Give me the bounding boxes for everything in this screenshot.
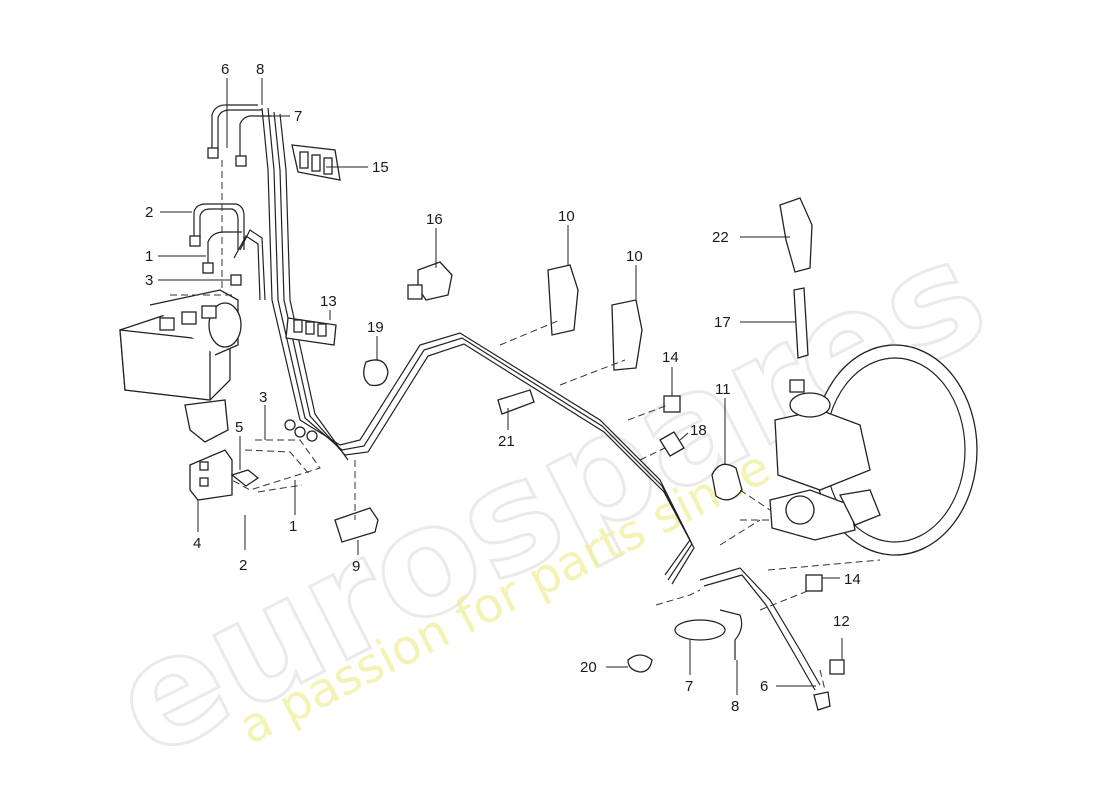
- part-12: [829, 659, 845, 675]
- clip-21: [497, 389, 535, 415]
- part-14-lower: [805, 574, 823, 592]
- master-cylinder: [769, 379, 881, 541]
- clip-10-lower: [611, 299, 643, 371]
- part-17-strip: [793, 287, 809, 359]
- callout-13: 13: [320, 293, 337, 310]
- part-14-upper: [663, 395, 681, 413]
- part-11-clip: [711, 463, 743, 501]
- callout-5: 5: [235, 419, 243, 436]
- leader-lines: [158, 78, 843, 695]
- callout-17: 17: [714, 314, 731, 331]
- callout-18: 18: [690, 422, 707, 439]
- callout-16: 16: [426, 211, 443, 228]
- callout-14-upper: 14: [662, 349, 679, 366]
- part-22-clip: [779, 197, 813, 273]
- abs-hydraulic-unit: [119, 289, 242, 443]
- callout-8-top: 8: [256, 61, 264, 78]
- callout-10-lower: 10: [626, 248, 643, 265]
- callout-14-lower: 14: [844, 571, 861, 588]
- callout-7-bottom: 7: [685, 678, 693, 695]
- callout-6-bottom: 6: [760, 678, 768, 695]
- clip-20: [627, 654, 653, 673]
- part-16-sensor: [407, 261, 453, 301]
- callout-3-top: 3: [145, 272, 153, 289]
- callout-15: 15: [372, 159, 389, 176]
- callout-1-top: 1: [145, 248, 153, 265]
- callout-12: 12: [833, 613, 850, 630]
- clip-15: [291, 144, 341, 181]
- callout-19: 19: [367, 319, 384, 336]
- callout-11: 11: [715, 381, 731, 398]
- brake-line-bundle: [233, 107, 821, 691]
- callout-7-top: 7: [294, 108, 302, 125]
- clip-19: [363, 359, 389, 387]
- callout-labels: 6 8 7 15 2 1 3 13 19 16 10 10 22 17 14 1…: [145, 61, 861, 715]
- clip-9: [334, 507, 379, 543]
- bolt: [230, 469, 260, 487]
- callout-20: 20: [580, 659, 597, 676]
- pipe-fittings: [189, 147, 318, 442]
- clip-10-upper: [547, 264, 579, 336]
- callout-2-top: 2: [145, 204, 153, 221]
- lower-pipe-bends: [674, 609, 831, 711]
- callout-1-bottom: 1: [289, 518, 297, 535]
- callout-4: 4: [193, 535, 201, 552]
- callout-10-upper: 10: [558, 208, 575, 225]
- callout-6-top: 6: [221, 61, 229, 78]
- callout-22: 22: [712, 229, 729, 246]
- part-18-sleeve: [659, 431, 685, 457]
- callout-2-bottom: 2: [239, 557, 247, 574]
- clip-13: [285, 317, 337, 346]
- abs-bracket: [189, 449, 233, 501]
- assembly-dash-lines: [170, 160, 881, 691]
- callout-9: 9: [352, 558, 360, 575]
- callout-8-bottom: 8: [731, 698, 739, 715]
- callout-21: 21: [498, 433, 515, 450]
- callout-3-bottom: 3: [259, 389, 267, 406]
- abs-pipe-loops: [193, 104, 272, 265]
